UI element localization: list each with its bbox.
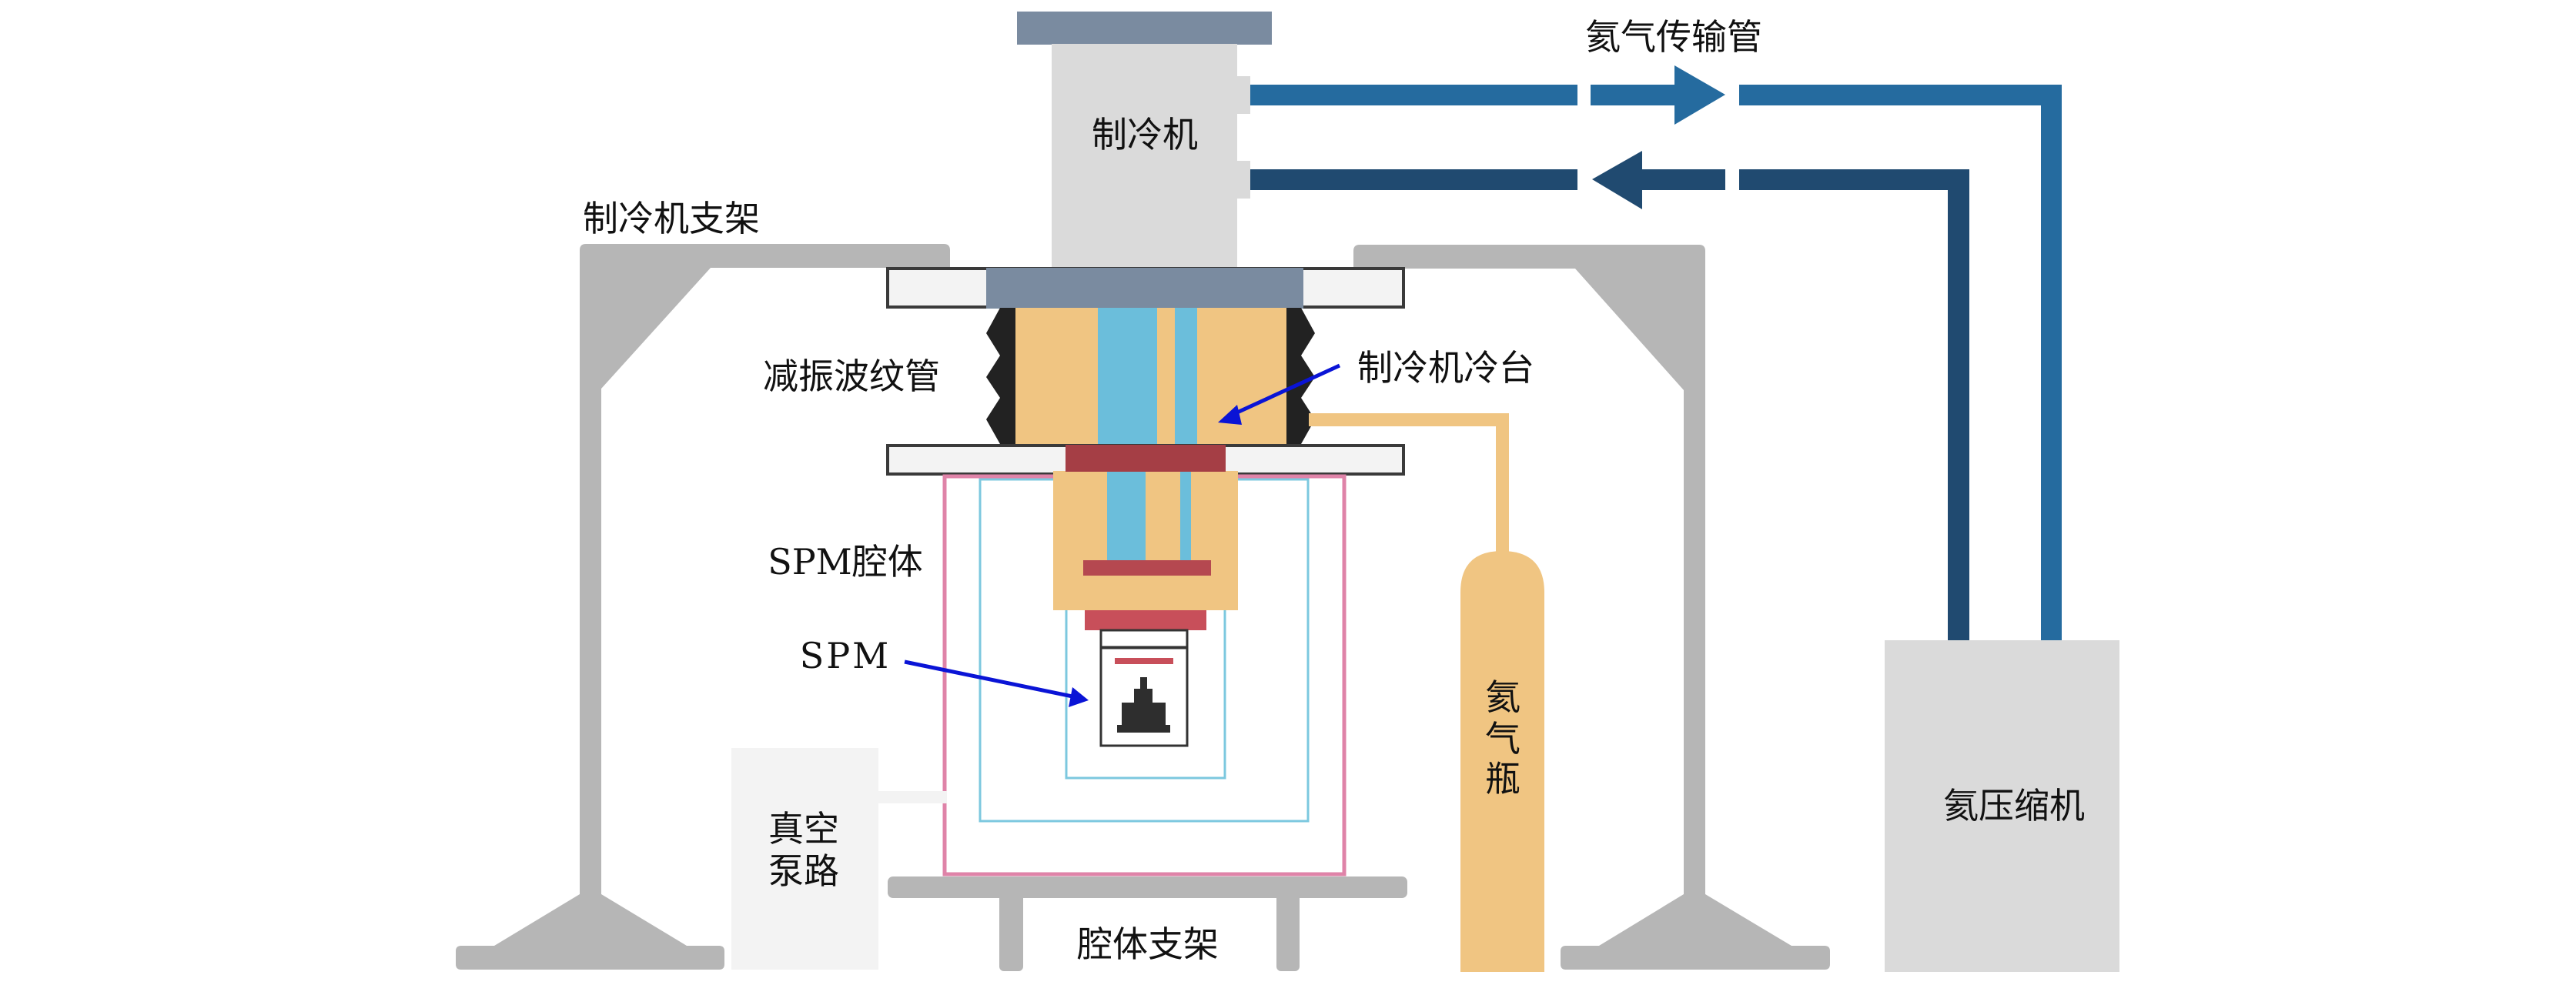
cold-finger-narrow (1175, 308, 1197, 445)
return-pipe-from-compressor (1739, 169, 1969, 640)
arrow-pointer-icon (1218, 405, 1242, 425)
chamber-stand-leg-right (1276, 893, 1300, 971)
chamber-stand (888, 876, 1407, 971)
label-vacuum-pump-line-2: 泵路 (768, 850, 839, 892)
label-chamber-stand: 腔体支架 (1077, 923, 1219, 965)
vacuum-pump-box (731, 748, 878, 970)
label-helium-bottle-3: 瓶 (1485, 758, 1521, 800)
cryocooler-port-return (1236, 161, 1250, 199)
label-vacuum-pump-line-1: 真空 (768, 808, 839, 850)
helium-compressor (1885, 640, 2119, 972)
cryocooler (1017, 12, 1272, 269)
cold-finger-wide-lower (1107, 472, 1146, 560)
mounting-plate (986, 268, 1303, 309)
bracket-left-frame (580, 244, 950, 894)
arrow-left-icon (1592, 151, 1642, 209)
cold-stage-upper (1015, 308, 1286, 445)
bracket-right-frame (1353, 245, 1705, 894)
label-spm-chamber: SPM腔体 (768, 541, 923, 583)
spm-mount-box (1099, 629, 1189, 649)
return-pipe-segment (1642, 169, 1725, 190)
cold-finger-narrow-lower (1180, 472, 1191, 560)
label-bellows: 减振波纹管 (763, 356, 940, 397)
spm-sample (1115, 658, 1173, 664)
heater-lower (1083, 560, 1211, 576)
bracket-right-foot (1561, 894, 1830, 970)
chamber-stand-leg-left (999, 893, 1023, 971)
cryocooler-bracket-right (1353, 245, 1830, 970)
bellows (986, 308, 1315, 444)
label-spm: SPM (800, 635, 892, 676)
label-helium-bottle-1: 氦 (1485, 676, 1521, 718)
helium-bottle (1460, 551, 1544, 972)
supply-pipe-segment (1591, 85, 1675, 105)
supply-pipe-to-compressor (1739, 85, 2062, 640)
vacuum-pump-line (731, 748, 947, 970)
helium-bottle-line (1309, 413, 1509, 554)
label-helium-bottle-2: 气 (1485, 718, 1521, 760)
bracket-left-foot (456, 894, 724, 970)
cold-finger-wide (1098, 308, 1157, 445)
supply-pipe-segment (1250, 85, 1577, 105)
label-cryocooler: 制冷机 (1092, 114, 1198, 155)
sample-stage-pad (1085, 610, 1206, 630)
arrow-right-icon (1674, 65, 1725, 125)
heater-upper (1066, 445, 1226, 472)
spm-head (1099, 629, 1189, 747)
label-helium-compressor: 氦压缩机 (1943, 785, 2085, 826)
cold-stage-pointer-line (1227, 363, 1341, 419)
cold-stage-lower (1053, 445, 1238, 630)
label-helium-transfer-line: 氦气传输管 (1585, 16, 1762, 58)
label-cryocooler-bracket: 制冷机支架 (583, 198, 760, 239)
supply-line (1250, 65, 2062, 640)
cryocooler-bracket-left (456, 244, 950, 970)
vacuum-port (878, 791, 947, 803)
cryocooler-top-cap (1017, 12, 1272, 45)
chamber-stand-platform (888, 876, 1407, 898)
helium-transfer-line (1250, 65, 2062, 640)
spm-pointer-line (904, 659, 1077, 700)
spm-tip-icon (1117, 677, 1170, 733)
cryocooler-port-supply (1236, 76, 1250, 114)
bellows-right-sawtooth (1286, 308, 1315, 444)
bellows-left-sawtooth (986, 308, 1015, 444)
label-cold-stage: 制冷机冷台 (1357, 347, 1534, 389)
spm-pointer (904, 659, 1089, 707)
arrow-pointer-icon (1069, 687, 1089, 707)
cryocooler-body (1052, 44, 1237, 269)
return-pipe-segment (1250, 169, 1577, 190)
return-line (1250, 151, 1969, 640)
cold-stage-pointer (1218, 363, 1341, 425)
